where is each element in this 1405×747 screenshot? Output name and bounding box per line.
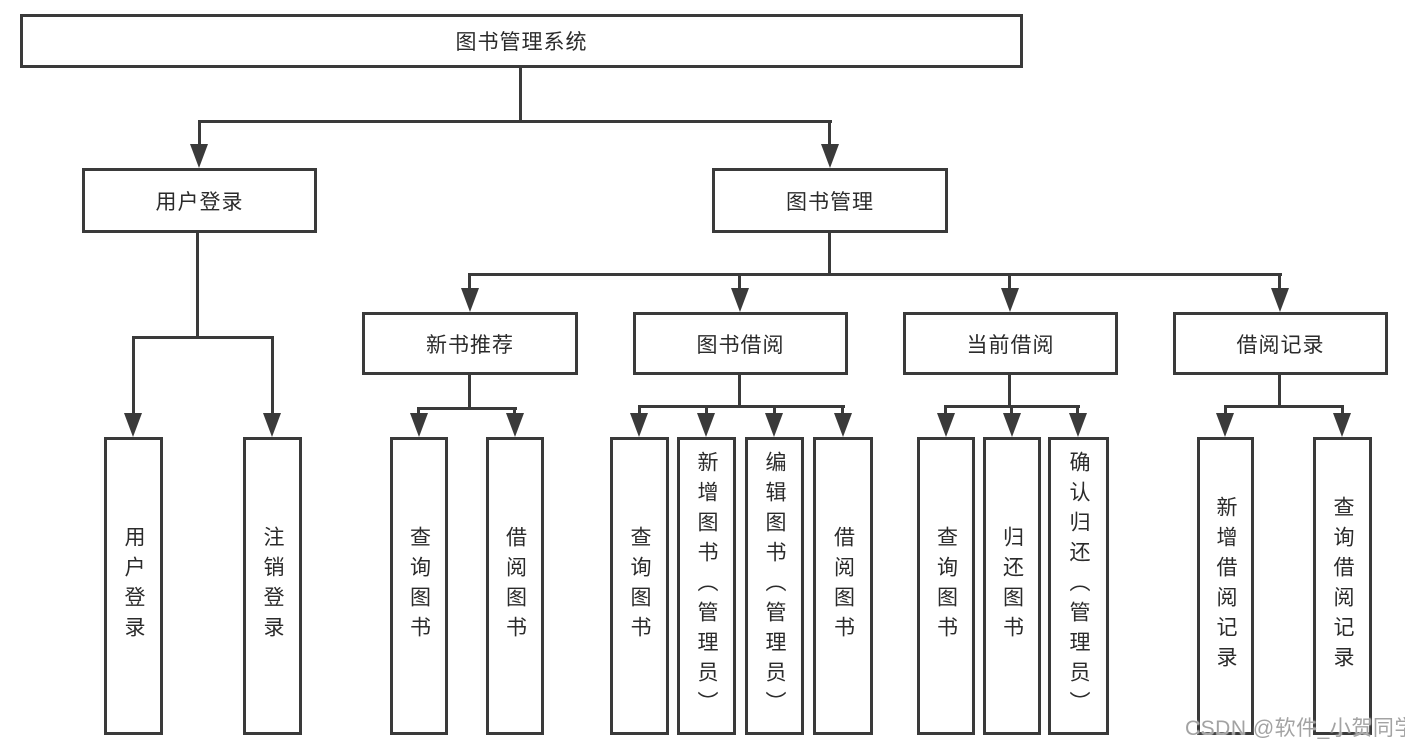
leaf-current-confirm-return-admin-label: 确认归还（管理员） (1067, 451, 1090, 721)
connector-arrow-shaft (271, 336, 274, 417)
connector-recommend-stem (468, 375, 471, 407)
arrow-down-icon (834, 413, 852, 437)
connector-level3-rail (469, 273, 1282, 276)
leaf-borrow-edit-book-admin: 编辑图书（管理员） (745, 437, 804, 735)
node-book-management: 图书管理 (712, 168, 948, 233)
connector-borrow-stem (738, 375, 741, 405)
arrow-down-icon (461, 288, 479, 312)
leaf-borrow-query-book-label: 查询图书 (628, 526, 651, 646)
node-root-label: 图书管理系统 (455, 31, 588, 54)
arrow-down-icon (731, 288, 749, 312)
node-root-system: 图书管理系统 (20, 14, 1023, 68)
node-borrow-records-label: 借阅记录 (1236, 333, 1325, 357)
node-current-borrow: 当前借阅 (903, 312, 1118, 375)
leaf-borrow-edit-book-admin-label: 编辑图书（管理员） (763, 451, 786, 721)
leaf-current-query-book: 查询图书 (917, 437, 975, 735)
arrow-down-icon (506, 413, 524, 437)
arrow-down-icon (124, 413, 142, 437)
connector-records-rail (1224, 405, 1344, 408)
connector-arrow-shaft (198, 120, 201, 148)
connector-arrow-shaft (132, 336, 135, 417)
connector-arrow-shaft (773, 405, 776, 417)
leaf-recommend-query-book: 查询图书 (390, 437, 448, 735)
connector-arrow-shaft (828, 120, 831, 148)
connector-arrow-shaft (638, 405, 641, 417)
connector-arrow-shaft (738, 273, 741, 292)
arrow-down-icon (1003, 413, 1021, 437)
connector-arrow-shaft (468, 273, 471, 292)
node-book-management-label: 图书管理 (786, 190, 874, 214)
leaf-records-query-record: 查询借阅记录 (1313, 437, 1372, 735)
connector-arrow-shaft (1278, 273, 1281, 292)
connector-current-stem (1008, 375, 1011, 405)
connector-arrow-shaft (705, 405, 708, 417)
leaf-logout: 注销登录 (243, 437, 302, 735)
connector-arrow-shaft (841, 405, 844, 417)
connector-login-stem (196, 233, 199, 336)
arrow-down-icon (1069, 413, 1087, 437)
leaf-borrow-borrow-book: 借阅图书 (813, 437, 873, 735)
arrow-down-icon (821, 144, 839, 168)
node-book-borrow-label: 图书借阅 (696, 333, 785, 357)
connector-login-rail (132, 336, 274, 339)
connector-arrow-shaft (1010, 405, 1013, 417)
arrow-down-icon (1001, 288, 1019, 312)
node-new-book-recommend-label: 新书推荐 (426, 333, 514, 357)
arrow-down-icon (410, 413, 428, 437)
leaf-records-query-record-label: 查询借阅记录 (1331, 496, 1354, 676)
arrow-down-icon (263, 413, 281, 437)
arrow-down-icon (765, 413, 783, 437)
arrow-down-icon (1333, 413, 1351, 437)
leaf-records-add-record: 新增借阅记录 (1197, 437, 1254, 735)
node-user-login-label: 用户登录 (155, 190, 244, 214)
connector-level2-rail (199, 120, 832, 123)
node-user-login: 用户登录 (82, 168, 317, 233)
leaf-current-return-book: 归还图书 (983, 437, 1041, 735)
connector-arrow-shaft (1341, 405, 1344, 417)
connector-arrow-shaft (1008, 273, 1011, 292)
arrow-down-icon (1271, 288, 1289, 312)
connector-records-stem (1278, 375, 1281, 405)
csdn-watermark: CSDN @软件_小贺同学 (1185, 717, 1405, 740)
node-current-borrow-label: 当前借阅 (966, 333, 1055, 357)
leaf-logout-label: 注销登录 (261, 526, 284, 646)
connector-management-stem (828, 233, 831, 273)
connector-arrow-shaft (1076, 405, 1079, 417)
leaf-borrow-query-book: 查询图书 (610, 437, 669, 735)
leaf-recommend-query-book-label: 查询图书 (407, 526, 431, 646)
connector-root-stem (519, 68, 522, 120)
arrow-down-icon (697, 413, 715, 437)
arrow-down-icon (630, 413, 648, 437)
leaf-records-add-record-label: 新增借阅记录 (1214, 496, 1237, 676)
arrow-down-icon (1216, 413, 1234, 437)
leaf-recommend-borrow-book-label: 借阅图书 (503, 526, 527, 646)
connector-borrow-rail (638, 405, 845, 408)
leaf-current-query-book-label: 查询图书 (934, 526, 958, 646)
leaf-recommend-borrow-book: 借阅图书 (486, 437, 544, 735)
node-borrow-records: 借阅记录 (1173, 312, 1388, 375)
node-book-borrow: 图书借阅 (633, 312, 848, 375)
leaf-borrow-add-book-admin-label: 新增图书（管理员） (695, 451, 718, 721)
leaf-current-confirm-return-admin: 确认归还（管理员） (1048, 437, 1109, 735)
leaf-user-login-label: 用户登录 (122, 526, 145, 646)
connector-arrow-shaft (944, 405, 947, 417)
leaf-current-return-book-label: 归还图书 (1000, 526, 1024, 646)
node-new-book-recommend: 新书推荐 (362, 312, 578, 375)
leaf-borrow-add-book-admin: 新增图书（管理员） (677, 437, 736, 735)
connector-arrow-shaft (1224, 405, 1227, 417)
leaf-borrow-borrow-book-label: 借阅图书 (831, 526, 855, 646)
arrow-down-icon (190, 144, 208, 168)
arrow-down-icon (937, 413, 955, 437)
connector-recommend-rail (418, 407, 517, 410)
leaf-user-login: 用户登录 (104, 437, 163, 735)
